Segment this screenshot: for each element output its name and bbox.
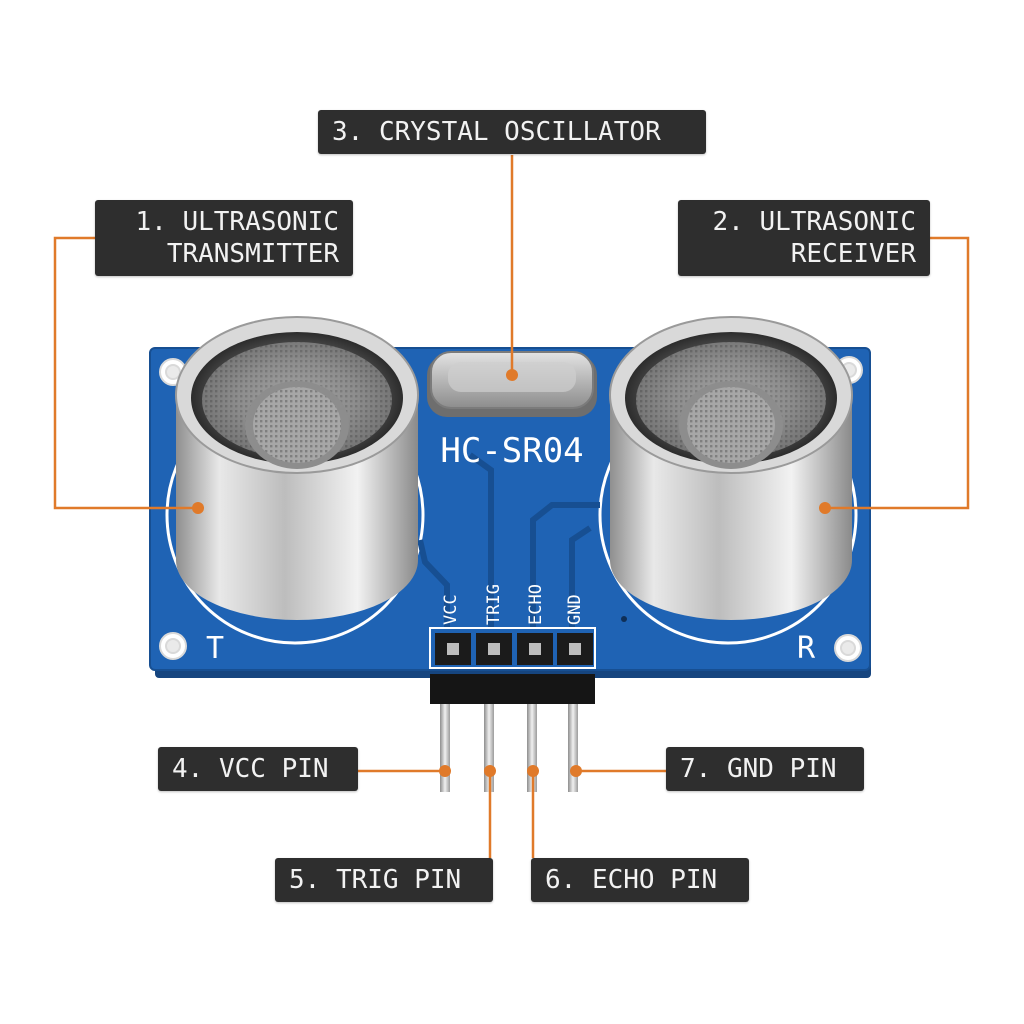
pin-header (429, 627, 596, 792)
callout-lines (53, 155, 970, 858)
label-vcc-pin: 4. VCC PIN (158, 747, 358, 791)
label-gnd-pin: 7. GND PIN (666, 747, 864, 791)
label-ultrasonic-receiver: 2. ULTRASONIC RECEIVER (678, 200, 930, 276)
pin-label-trig: TRIG (484, 584, 504, 625)
label-ultrasonic-transmitter: 1. ULTRASONIC TRANSMITTER (95, 200, 353, 276)
label-crystal-oscillator: 3. CRYSTAL OSCILLATOR (318, 110, 706, 154)
pin-label-echo: ECHO (526, 584, 546, 625)
label-trig-pin: 5. TRIG PIN (275, 858, 493, 902)
ultrasonic-receiver (609, 316, 853, 620)
callout-dots (192, 369, 831, 777)
module-title: HC-SR04 (440, 431, 583, 471)
ultrasonic-transmitter (175, 316, 419, 620)
pin-label-vcc: VCC (441, 594, 461, 625)
label-echo-pin: 6. ECHO PIN (531, 858, 749, 902)
transmitter-marker: T (206, 631, 224, 666)
receiver-marker: R (797, 631, 816, 666)
pin-label-gnd: GND (565, 594, 585, 625)
